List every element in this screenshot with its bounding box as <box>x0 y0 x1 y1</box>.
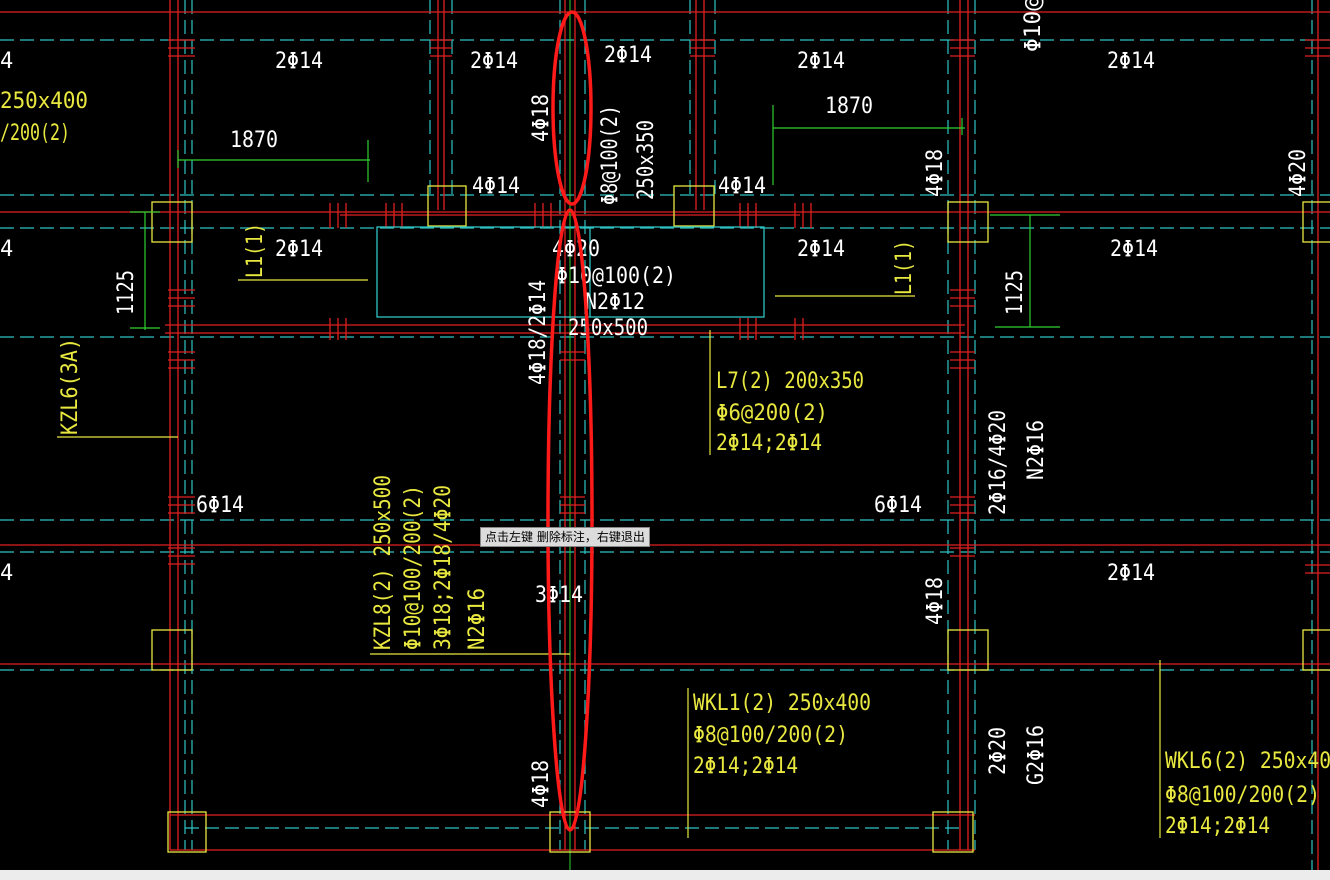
label-2phi14-mid-left: 2Φ14 <box>275 237 323 262</box>
label-edge-left-3: 4 <box>0 561 13 586</box>
label-4phi18-lower-right-col: 4Φ18 <box>923 577 948 625</box>
dimension-lines <box>130 105 1060 330</box>
label-KZL8-name: KZL8(2) 250x500 <box>371 475 396 650</box>
label-L7-name: L7(2) 200x350 <box>716 369 864 394</box>
label-edge-left-2: 4 <box>0 237 13 262</box>
label-WKL6-stirrup: Φ8@100/200(2) <box>1165 783 1320 808</box>
label-n2phi16-right: N2Φ16 <box>1024 420 1049 480</box>
label-KZL8-bars: 3Φ18;2Φ18/4Φ20 <box>431 485 456 650</box>
label-col-4phi14-right: 4Φ14 <box>718 174 766 199</box>
label-WKL6-name: WKL6(2) 250x400 <box>1165 749 1330 774</box>
label-WKL1-bars: 2Φ14;2Φ14 <box>693 754 798 779</box>
highlight-marks <box>546 10 594 832</box>
yellow-labels: 250x400 /200(2) L1(1) L1(1) KZL6(3A) L7(… <box>0 89 1330 839</box>
bottom-status-strip <box>0 870 1330 880</box>
label-KZL8-stirrup: Φ10@100/200(2) <box>401 485 426 650</box>
label-col-4phi14-left: 4Φ14 <box>472 174 520 199</box>
label-4phi20-far-right: 4Φ20 <box>1286 149 1311 197</box>
label-2phi20-bottom: 2Φ20 <box>986 727 1011 775</box>
label-top-bar-4: 2Φ14 <box>797 49 845 74</box>
label-L7-bars: 2Φ14;2Φ14 <box>716 431 822 456</box>
label-2phi16-4phi20: 2Φ16/4Φ20 <box>986 410 1011 515</box>
label-WKL6-bars: 2Φ14;2Φ14 <box>1165 814 1270 839</box>
label-top-bar-5: 2Φ14 <box>1107 49 1155 74</box>
label-g2phi16-bottom: G2Φ16 <box>1024 725 1049 785</box>
label-KZL8-n2phi16: N2Φ16 <box>465 588 490 650</box>
label-beam-size-left: 250x400 <box>0 89 88 114</box>
label-n2phi12-center: N2Φ12 <box>585 290 645 315</box>
label-6phi14-left: 6Φ14 <box>196 493 244 518</box>
label-L7-stirrup: Φ6@200(2) <box>716 401 828 426</box>
label-6phi14-right: 6Φ14 <box>874 493 922 518</box>
label-edge-left-1: 4 <box>0 49 13 74</box>
label-KZL6: KZL6(3A) <box>58 338 83 435</box>
label-2phi14-far-right: 2Φ14 <box>1110 237 1158 262</box>
label-WKL1-stirrup: Φ8@100/200(2) <box>693 723 848 748</box>
label-4phi18-bottom-col: 4Φ18 <box>529 760 554 808</box>
label-WKL1-name: WKL1(2) 250x400 <box>693 691 871 716</box>
label-L1-left: L1(1) <box>243 223 268 278</box>
label-2phi14-mid-right: 2Φ14 <box>797 237 845 262</box>
label-3phi14: 3Φ14 <box>535 583 583 608</box>
label-col-4phi18-top: 4Φ18 <box>529 94 554 142</box>
label-L1-right: L1(1) <box>892 240 917 295</box>
dimension-1125-left: 1125 <box>114 270 139 315</box>
label-stirrup-center: Φ10@100(2) <box>556 264 676 289</box>
columns <box>151 185 1330 853</box>
highlight-ellipse-top <box>551 10 593 206</box>
central-slab-block <box>376 226 765 318</box>
label-250x500-center: 250x500 <box>568 316 648 341</box>
label-2phi14-lower-right: 2Φ14 <box>1107 561 1155 586</box>
label-stirrup-left: /200(2) <box>0 121 70 146</box>
label-beam-stirrup-top: Φ8@100(2) <box>598 105 623 205</box>
label-stirrup-top-edge: Φ10@ <box>1021 0 1046 52</box>
cursor-tooltip: 点击左键 删除标注，右键退出 <box>480 527 650 547</box>
label-4phi18-2phi14-col: 4Φ18/2Φ14 <box>526 280 551 385</box>
label-top-bar-2: 2Φ14 <box>470 49 518 74</box>
label-4phi18-right-col: 4Φ18 <box>923 149 948 197</box>
dimension-1870-right: 1870 <box>825 94 873 119</box>
rebar-hatch-marks <box>168 39 1330 574</box>
white-labels: 2Φ14 2Φ14 2Φ14 2Φ14 2Φ14 1870 1870 4Φ14 … <box>0 0 1311 808</box>
label-top-left-bar: 2Φ14 <box>275 49 323 74</box>
highlight-ellipse-bottom <box>546 208 594 832</box>
leader-lines <box>57 279 1161 838</box>
label-beam-size-top: 250x350 <box>634 120 659 200</box>
dimension-1125-right: 1125 <box>1003 270 1028 315</box>
label-top-bar-3: 2Φ14 <box>604 43 652 68</box>
dimension-1870-left: 1870 <box>230 128 278 153</box>
